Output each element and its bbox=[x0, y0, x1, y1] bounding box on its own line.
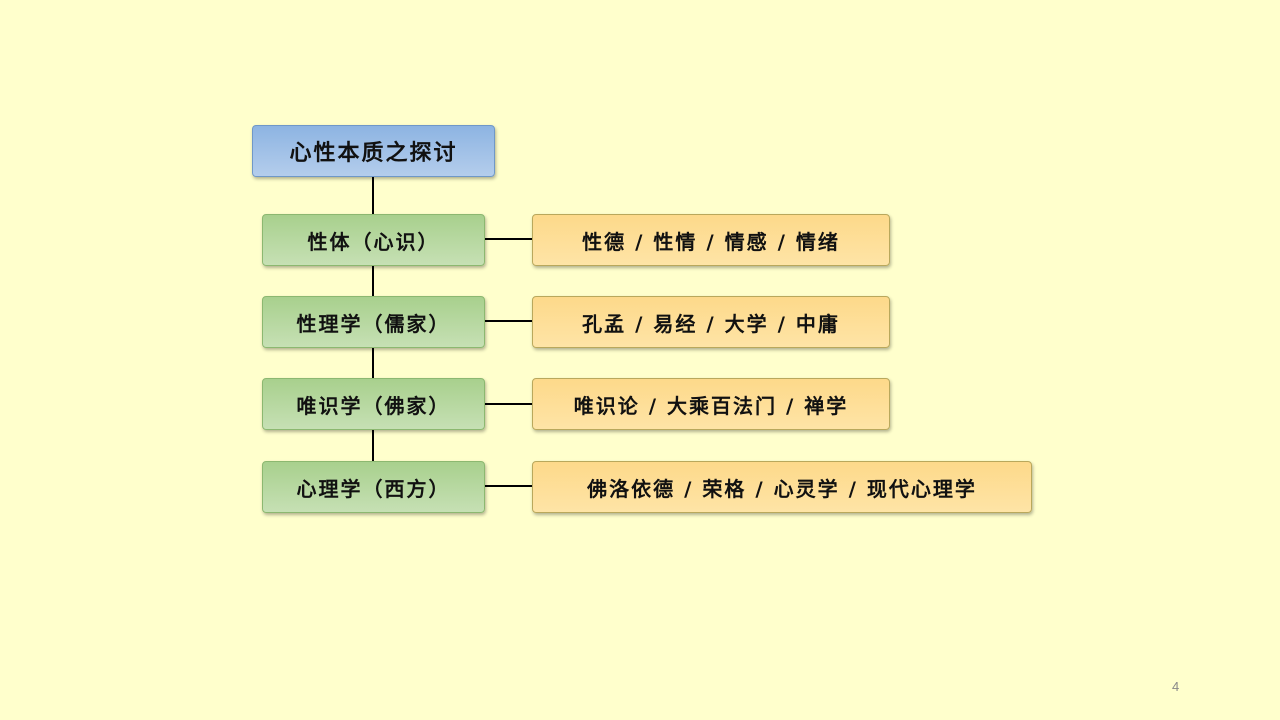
branch-connector bbox=[485, 485, 532, 487]
page-number: 4 bbox=[1172, 679, 1180, 694]
branch-connector bbox=[485, 320, 532, 322]
branch-connector bbox=[485, 403, 532, 405]
items-node: 唯识论 / 大乘百法门 / 禅学 bbox=[532, 378, 890, 430]
items-node: 孔孟 / 易经 / 大学 / 中庸 bbox=[532, 296, 890, 348]
category-node: 性体（心识） bbox=[262, 214, 485, 266]
category-node: 性理学（儒家） bbox=[262, 296, 485, 348]
items-node: 佛洛依德 / 荣格 / 心灵学 / 现代心理学 bbox=[532, 461, 1032, 513]
root-node: 心性本质之探讨 bbox=[252, 125, 495, 177]
items-node: 性德 / 性情 / 情感 / 情绪 bbox=[532, 214, 890, 266]
category-node: 唯识学（佛家） bbox=[262, 378, 485, 430]
category-node: 心理学（西方） bbox=[262, 461, 485, 513]
branch-connector bbox=[485, 238, 532, 240]
